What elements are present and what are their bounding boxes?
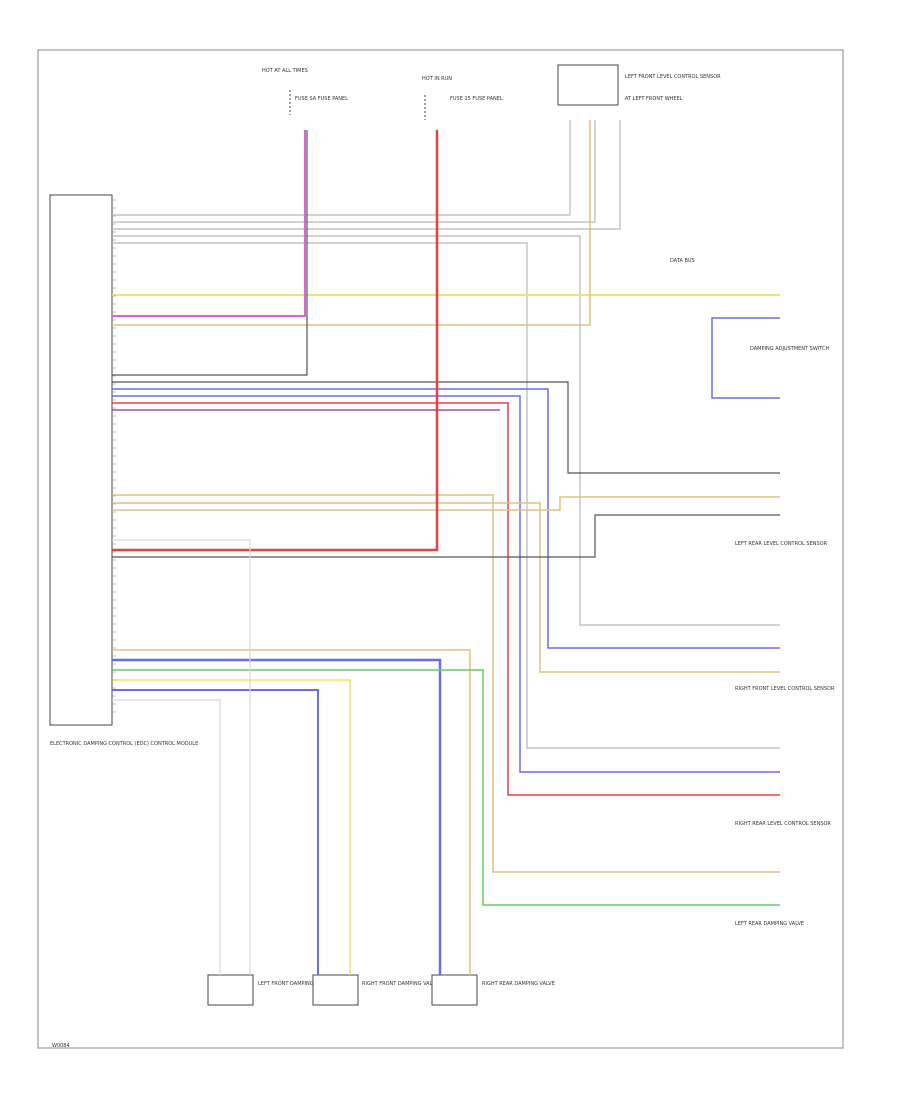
data-bus-label: DATA BUS [670, 258, 695, 264]
wire-tan-5 [112, 649, 471, 975]
wires [112, 120, 780, 975]
damping-switch-label: DAMPING ADJUSTMENT SWITCH [750, 346, 830, 352]
rr-sensor-label: RIGHT REAR LEVEL CONTROL SENSOR [735, 821, 831, 827]
rf-damper-box[interactable] [312, 974, 359, 1006]
lf-sensor-sub: AT LEFT FRONT WHEEL [625, 96, 683, 102]
wire-blue-1 [112, 388, 780, 649]
wire-tan-4 [112, 496, 780, 511]
wire-rr-sensor-1 [112, 242, 780, 749]
lr-damper-label: LEFT REAR DAMPING VALVE [735, 921, 804, 927]
wire-red-fuse [112, 130, 439, 552]
lf-damper-box[interactable] [207, 974, 254, 1006]
diagram-border [37, 49, 844, 1049]
wire-rf-sensor-1 [112, 235, 780, 626]
lf-sensor-box[interactable] [557, 64, 619, 106]
wire-yellow-2 [112, 679, 351, 975]
fuse-box-1-label: FUSE SA FUSE PANEL [295, 96, 348, 102]
fuse-box-1-title: HOT AT ALL TIMES [262, 68, 308, 74]
rr-damper-label: RIGHT REAR DAMPING VALVE [482, 981, 555, 987]
rf-damper-label: RIGHT FRONT DAMPING VALVE [362, 981, 438, 987]
wire-tan-3 [112, 502, 780, 673]
wire-blue-4 [112, 689, 319, 975]
footer-code: W0084 [52, 1043, 70, 1049]
fuse-box-2[interactable]: HOT IN RUN FUSE 15 FUSE PANEL [422, 76, 503, 120]
wire-blue-3 [112, 658, 442, 975]
ecu-pins [112, 199, 116, 713]
lr-sensor-label: LEFT REAR LEVEL CONTROL SENSOR [735, 541, 828, 547]
wire-blue-2 [112, 395, 780, 773]
wire-tan-1 [112, 120, 591, 326]
wire-blue-switch [711, 317, 780, 399]
wire-gray-6 [112, 539, 251, 975]
fuse-box-1[interactable]: HOT AT ALL TIMES FUSE SA FUSE PANEL [262, 68, 348, 115]
wire-pink-fuse [112, 130, 306, 317]
wire-lf-sensor-1 [112, 120, 571, 216]
wire-gray-2 [112, 130, 308, 376]
fuse-box-2-title: HOT IN RUN [422, 76, 452, 82]
ecu-label: ELECTRONIC DAMPING CONTROL (EDC) CONTROL… [50, 741, 198, 747]
wire-gray-4 [112, 514, 780, 558]
rr-damper-box[interactable] [431, 974, 478, 1006]
wire-lf-sensor-3 [112, 120, 621, 230]
wire-tan-2 [112, 494, 780, 873]
lf-sensor-label: LEFT FRONT LEVEL CONTROL SENSOR [625, 74, 721, 80]
wire-red-2 [112, 402, 780, 796]
lf-damper-label: LEFT FRONT DAMPING VALVE [258, 981, 331, 987]
wire-gray-5 [112, 699, 221, 975]
ecu-box[interactable] [49, 194, 113, 726]
fuse-box-2-label: FUSE 15 FUSE PANEL [450, 96, 503, 102]
wire-gray-3 [112, 381, 780, 474]
rf-sensor-label: RIGHT FRONT LEVEL CONTROL SENSOR [735, 686, 835, 692]
wire-green [112, 669, 780, 906]
wire-lf-sensor-2 [112, 120, 596, 223]
